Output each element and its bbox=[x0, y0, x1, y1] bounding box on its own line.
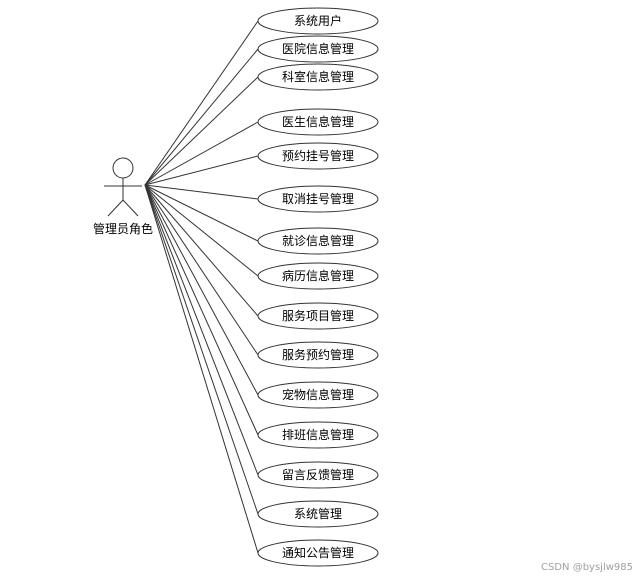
actor-label: 管理员角色 bbox=[93, 221, 153, 236]
use-case-ellipse bbox=[257, 302, 379, 330]
use-case-label: 系统用户 bbox=[294, 13, 342, 28]
use-case: 通知公告管理 bbox=[257, 539, 379, 567]
association-line bbox=[144, 76, 259, 186]
actor-right-leg bbox=[122, 199, 139, 217]
use-case-label: 就诊信息管理 bbox=[282, 233, 354, 248]
use-case-label: 预约挂号管理 bbox=[282, 148, 354, 163]
actor-head bbox=[112, 157, 134, 179]
use-case: 宠物信息管理 bbox=[257, 381, 379, 409]
association-line bbox=[144, 184, 259, 356]
use-case-ellipse bbox=[257, 108, 379, 136]
association-line bbox=[144, 184, 259, 277]
association-line bbox=[144, 184, 259, 396]
association-line bbox=[144, 48, 259, 186]
use-case: 留言反馈管理 bbox=[257, 461, 379, 489]
use-case-label: 医生信息管理 bbox=[282, 114, 354, 129]
association-line bbox=[144, 121, 259, 186]
use-case-label: 服务预约管理 bbox=[282, 347, 354, 362]
use-case-ellipse bbox=[257, 35, 379, 63]
association-line bbox=[144, 184, 259, 242]
watermark: CSDN @bysjlw985 bbox=[541, 562, 633, 573]
association-line bbox=[144, 155, 259, 186]
use-case-label: 宠物信息管理 bbox=[282, 387, 354, 402]
association-line bbox=[144, 184, 259, 554]
use-case-label: 留言反馈管理 bbox=[282, 467, 354, 482]
use-case: 医院信息管理 bbox=[257, 35, 379, 63]
actor-admin: 管理员角色 bbox=[93, 157, 153, 236]
use-case: 系统管理 bbox=[257, 500, 379, 528]
use-case-label: 系统管理 bbox=[294, 506, 342, 521]
use-case: 科室信息管理 bbox=[257, 63, 379, 91]
use-case: 排班信息管理 bbox=[257, 421, 379, 449]
use-case: 就诊信息管理 bbox=[257, 227, 379, 255]
use-case-ellipse bbox=[257, 461, 379, 489]
use-case-label: 排班信息管理 bbox=[282, 427, 354, 442]
association-line bbox=[144, 184, 259, 515]
use-case-ellipse bbox=[257, 262, 379, 290]
association-line bbox=[144, 184, 259, 476]
use-case-ellipse bbox=[257, 500, 379, 528]
use-case-ellipse bbox=[257, 185, 379, 213]
use-case-ellipse bbox=[257, 142, 379, 170]
use-case-label: 科室信息管理 bbox=[282, 69, 354, 84]
use-case-label: 病历信息管理 bbox=[282, 268, 354, 283]
use-case: 预约挂号管理 bbox=[257, 142, 379, 170]
association-line bbox=[144, 184, 259, 200]
use-case-ellipse bbox=[257, 421, 379, 449]
use-case-ellipse bbox=[257, 63, 379, 91]
actor-left-leg bbox=[107, 199, 124, 217]
association-line bbox=[144, 184, 259, 436]
use-case-label: 通知公告管理 bbox=[282, 545, 354, 560]
association-line bbox=[144, 20, 259, 186]
use-case: 服务预约管理 bbox=[257, 341, 379, 369]
use-case-ellipse bbox=[257, 381, 379, 409]
usecase-layer: 系统用户医院信息管理科室信息管理医生信息管理预约挂号管理取消挂号管理就诊信息管理… bbox=[257, 7, 379, 567]
use-case: 医生信息管理 bbox=[257, 108, 379, 136]
use-case-label: 服务项目管理 bbox=[282, 308, 354, 323]
use-case-label: 医院信息管理 bbox=[282, 41, 354, 56]
connector-layer bbox=[144, 20, 259, 554]
use-case: 病历信息管理 bbox=[257, 262, 379, 290]
use-case-ellipse bbox=[257, 539, 379, 567]
use-case-ellipse bbox=[257, 227, 379, 255]
use-case: 服务项目管理 bbox=[257, 302, 379, 330]
association-line bbox=[144, 184, 259, 317]
use-case-ellipse bbox=[257, 341, 379, 369]
use-case: 系统用户 bbox=[257, 7, 379, 35]
use-case: 取消挂号管理 bbox=[257, 185, 379, 213]
use-case-label: 取消挂号管理 bbox=[282, 191, 354, 206]
use-case-ellipse bbox=[257, 7, 379, 35]
